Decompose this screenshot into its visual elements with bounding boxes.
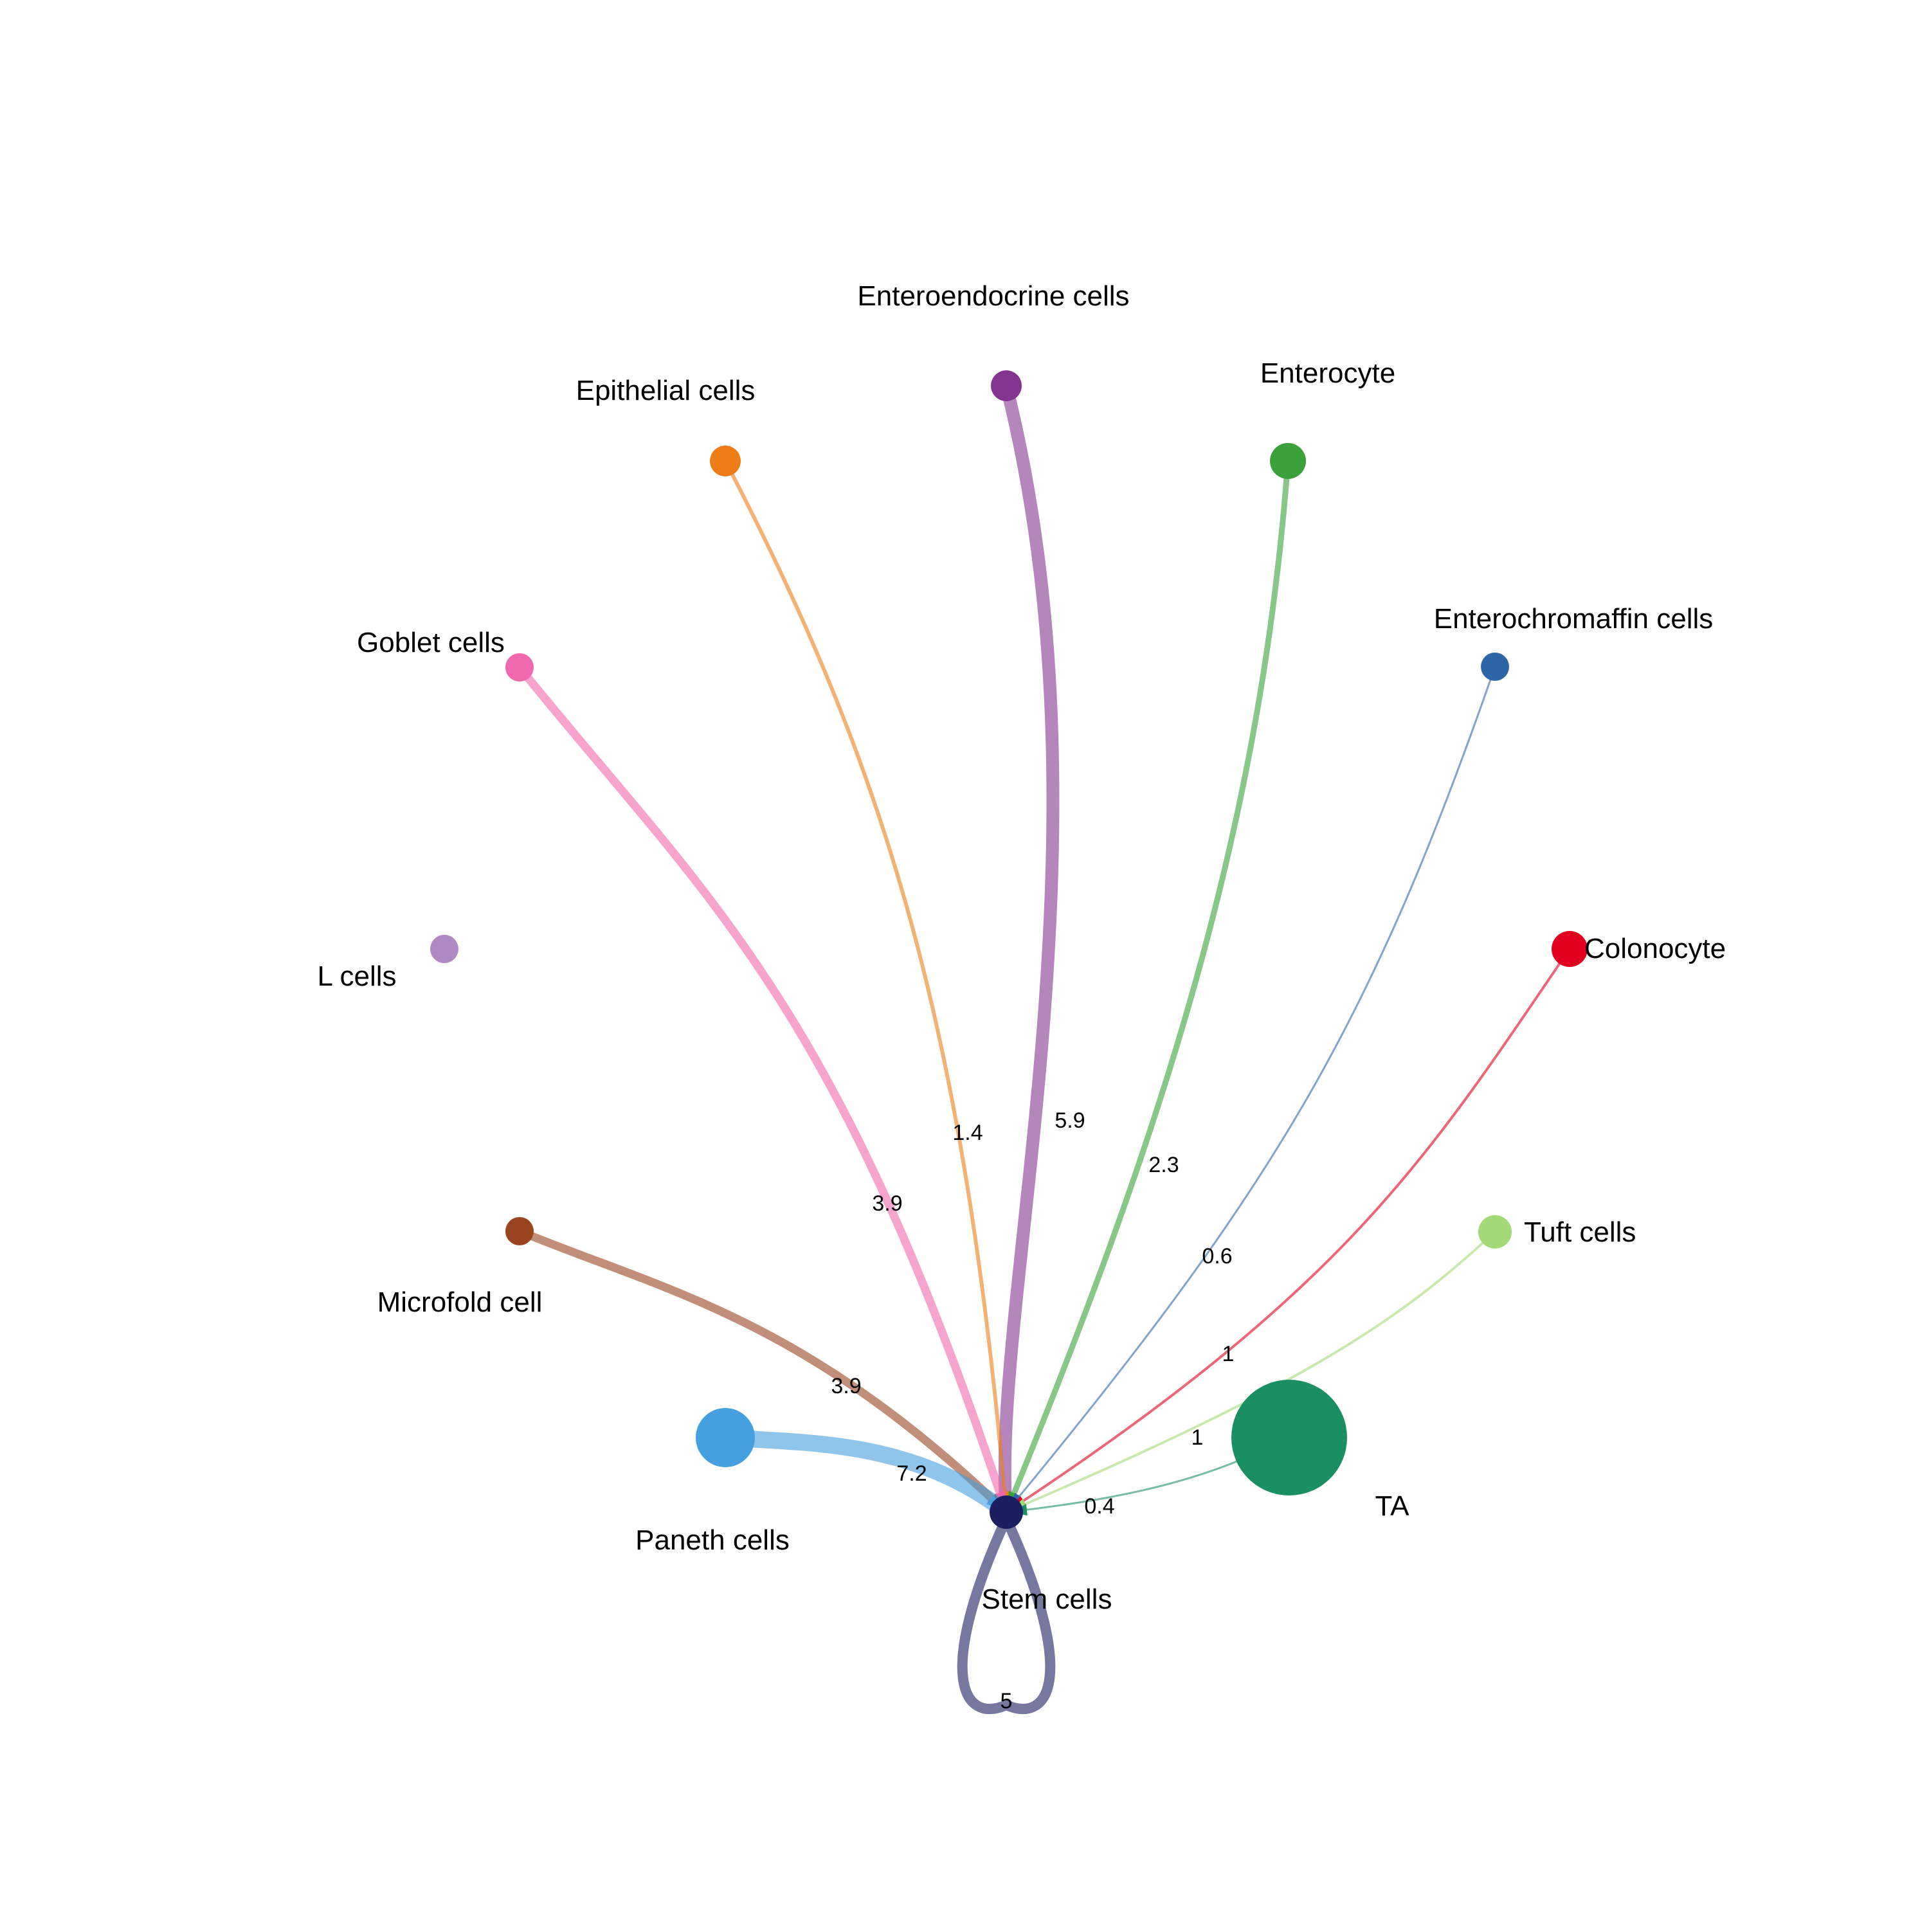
node-label-ta: TA: [1375, 1490, 1410, 1522]
edge-weight-label: 5: [1001, 1689, 1013, 1713]
edge-labels-layer: 5.9 1.4 2.3 0.6 3.9 1 1 3.9 7.2 0.4 5: [831, 1108, 1234, 1713]
edge-weight-label: 0.4: [1084, 1494, 1114, 1519]
node-label-enterocyte: Enterocyte: [1260, 357, 1395, 389]
node-enteroendocrine: [991, 370, 1022, 401]
node-paneth: [696, 1408, 755, 1467]
edge-microfold-to-stem: [515, 1227, 1011, 1517]
node-label-enterochromaffin: Enterochromaffin cells: [1434, 603, 1714, 635]
edges-layer: [515, 379, 1571, 1714]
node-stem: [990, 1495, 1023, 1529]
node-label-microfold: Microfold cell: [377, 1286, 543, 1318]
edge-tuft-to-stem: [1005, 1231, 1496, 1513]
node-label-paneth: Paneth cells: [635, 1524, 790, 1556]
edge-weight-label: 5.9: [1055, 1108, 1085, 1133]
edge-colonocyte-to-stem: [1005, 948, 1571, 1513]
edge-goblet-to-stem: [515, 663, 1011, 1517]
node-enterocyte: [1270, 443, 1306, 479]
node-lcells: [430, 935, 458, 963]
edge-weight-label: 0.6: [1202, 1244, 1232, 1268]
edge-paneth-to-stem: [717, 1429, 1015, 1521]
node-goblet: [505, 653, 534, 682]
edge-enteroendocrine-to-stem: [998, 379, 1060, 1519]
node-microfold: [505, 1217, 534, 1245]
edge-weight-label: 1.4: [952, 1121, 983, 1145]
edge-weight-label: 1: [1222, 1342, 1235, 1366]
node-label-stem: Stem cells: [982, 1584, 1112, 1615]
node-enterochromaffin: [1481, 653, 1509, 681]
edge-weight-label: 1: [1191, 1425, 1204, 1450]
edge-weight-label: 7.2: [896, 1461, 927, 1486]
node-tuft: [1478, 1215, 1512, 1249]
edge-enterochromaffin-to-stem: [1005, 665, 1496, 1513]
nodes-layer: [430, 370, 1588, 1529]
edge-weight-label: 3.9: [872, 1191, 902, 1216]
edge-enterocyte-to-stem: [1003, 458, 1291, 1515]
node-colonocyte: [1552, 931, 1588, 967]
node-ta: [1231, 1380, 1347, 1495]
edge-weight-label: 2.3: [1148, 1153, 1179, 1177]
node-label-enteroendocrine: Enteroendocrine cells: [857, 280, 1129, 312]
node-epithelial: [710, 446, 741, 476]
node-label-lcells: L cells: [317, 961, 396, 992]
node-label-goblet: Goblet cells: [357, 627, 505, 658]
node-label-tuft: Tuft cells: [1524, 1216, 1636, 1248]
node-label-epithelial: Epithelial cells: [576, 375, 756, 406]
edge-stem-to-stem: [957, 1513, 1056, 1714]
node-label-colonocyte: Colonocyte: [1584, 933, 1726, 964]
edge-epithelial-to-stem: [723, 459, 1008, 1514]
edge-weight-label: 3.9: [831, 1374, 861, 1398]
